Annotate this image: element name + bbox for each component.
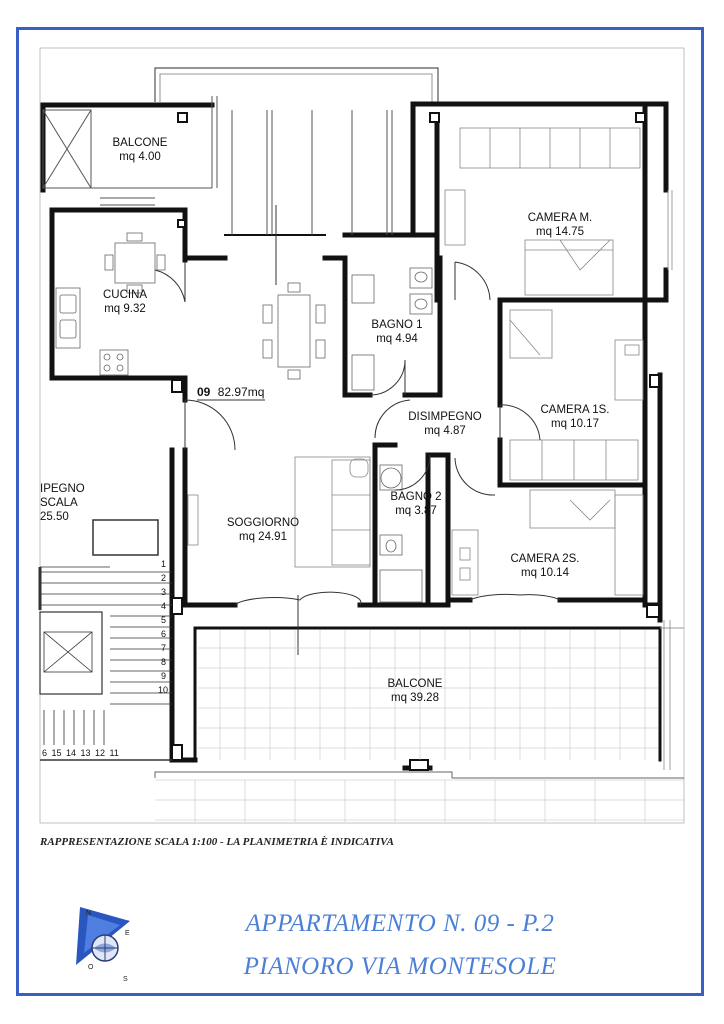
- room-area: 25.50: [40, 511, 69, 523]
- stair-step: 2: [161, 573, 167, 583]
- room-cucina: CUCINA mq 9.32: [85, 288, 165, 316]
- room-area: mq 39.28: [391, 692, 439, 704]
- scale-caption: RAPPRESENTAZIONE SCALA 1:100 - LA PLANIM…: [40, 836, 395, 848]
- room-name: DISIMPEGNO: [408, 411, 482, 423]
- room-name: CUCINA: [102, 289, 148, 301]
- stair-step: 4: [161, 601, 167, 611]
- room-name-2: SCALA: [40, 497, 78, 509]
- room-camera-2s: CAMERA 2S. mq 10.14: [500, 552, 590, 580]
- compass-logo: N O E S: [76, 907, 130, 983]
- unit-number: 09: [197, 385, 211, 399]
- stair-step: 7: [161, 643, 167, 653]
- room-area: mq 10.14: [521, 567, 569, 579]
- room-name: SOGGIORNO: [226, 517, 300, 529]
- stair-step: 5: [161, 615, 167, 625]
- apartment-title: APPARTAMENTO N. 09 - P.2: [245, 910, 555, 937]
- stair-step: 9: [161, 671, 167, 681]
- compass-n: N: [86, 910, 91, 917]
- room-area: mq 4.94: [376, 333, 418, 345]
- room-area: mq 3.87: [395, 505, 437, 517]
- compass-s: S: [123, 976, 128, 983]
- unit-area: 82.97mq: [217, 385, 265, 399]
- room-name: BAGNO 2: [390, 491, 442, 503]
- unit-tag: 09 82.97mq: [197, 385, 264, 399]
- room-name: CAMERA 2S.: [510, 553, 580, 565]
- room-name: BALCONE: [112, 137, 168, 149]
- address-title: PIANORO VIA MONTESOLE: [243, 953, 557, 980]
- page-border: [16, 27, 704, 996]
- room-bagno1: BAGNO 1 mq 4.94: [357, 318, 437, 346]
- room-bagno2: BAGNO 2 mq 3.87: [381, 490, 451, 518]
- room-area: mq 10.17: [551, 418, 599, 430]
- stair-step: 1: [161, 559, 167, 569]
- compass-o: O: [88, 964, 94, 971]
- room-area: mq 9.32: [104, 303, 146, 315]
- room-area: mq 4.87: [424, 425, 466, 437]
- compass-e: E: [125, 930, 130, 937]
- room-name: BALCONE: [387, 678, 443, 690]
- room-name: CAMERA M.: [527, 212, 593, 224]
- room-area: mq 24.91: [239, 531, 287, 543]
- stair-bottom-steps: 6 15 14 13 12 11: [42, 748, 119, 758]
- room-area: mq 14.75: [536, 226, 584, 238]
- room-name: BAGNO 1: [371, 319, 423, 331]
- room-name-1: IPEGNO: [40, 483, 85, 495]
- room-balcone-bottom: BALCONE mq 39.28: [375, 677, 455, 705]
- stair-step: 3: [161, 587, 167, 597]
- room-disimpegno: DISIMPEGNO mq 4.87: [400, 410, 490, 438]
- stair-step: 6: [161, 629, 167, 639]
- room-pianerottolo: IPEGNO SCALA 25.50: [40, 482, 85, 524]
- room-camera-m: CAMERA M. mq 14.75: [515, 211, 605, 239]
- stair-step: 10: [158, 685, 169, 695]
- room-camera-1s: CAMERA 1S. mq 10.17: [530, 403, 620, 431]
- room-balcone-top: BALCONE mq 4.00: [100, 136, 180, 164]
- room-area: mq 4.00: [119, 151, 161, 163]
- room-name: CAMERA 1S.: [540, 404, 610, 416]
- stair-step: 8: [161, 657, 167, 667]
- room-soggiorno: SOGGIORNO mq 24.91: [218, 516, 308, 544]
